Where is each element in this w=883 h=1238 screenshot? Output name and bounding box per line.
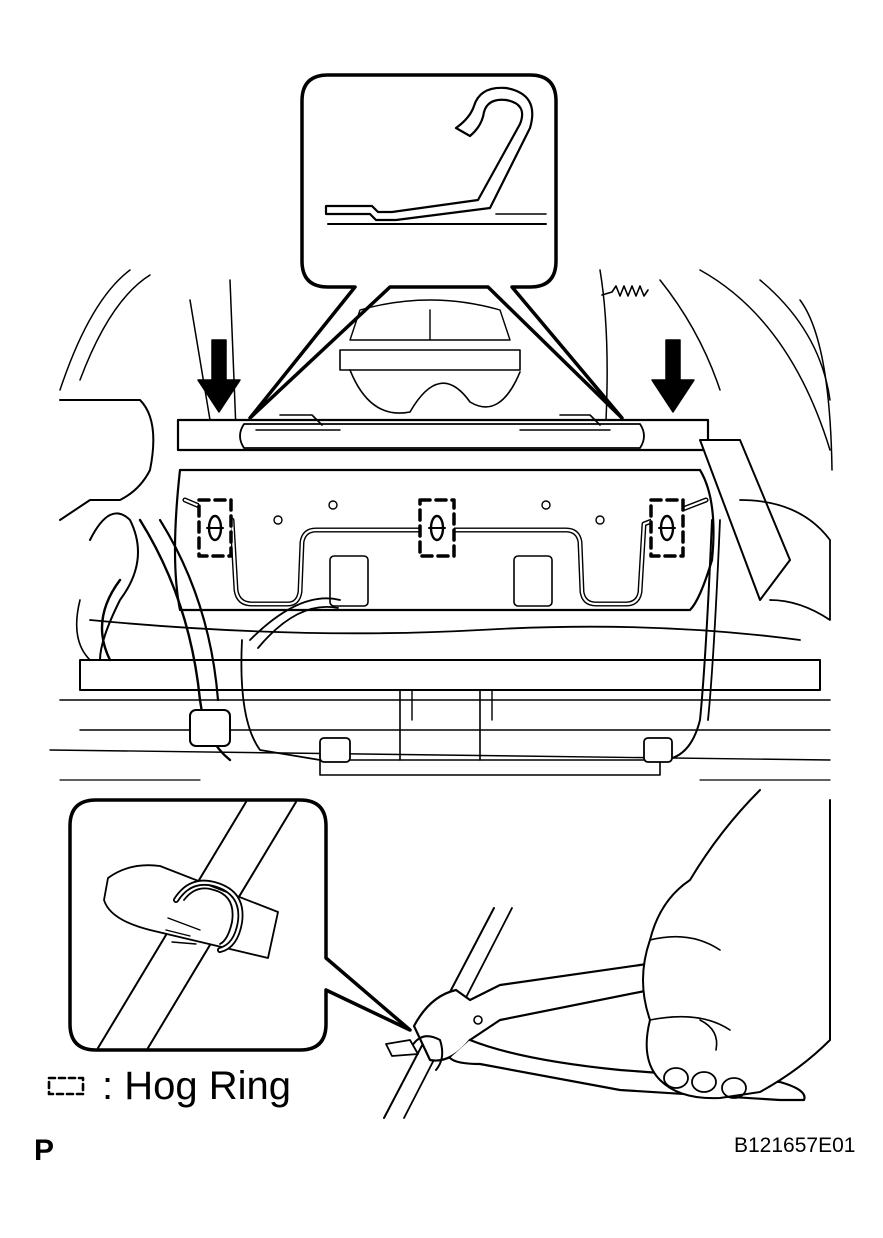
- right-arrow-icon: [651, 339, 695, 413]
- bottom-detail-callout: [68, 798, 412, 1052]
- view-marker: P: [34, 1134, 55, 1167]
- tension-spring: [601, 285, 649, 297]
- top-detail-callout: [248, 73, 624, 420]
- legend-hog-ring-label: Hog Ring: [124, 1064, 292, 1108]
- left-arrow-icon: [197, 339, 241, 413]
- hog-ring-symbol: [47, 1076, 85, 1096]
- hog-ring-profile-drawing: [324, 86, 547, 225]
- legend-label: : Hog Ring: [102, 1064, 291, 1108]
- right-hand-outline: [699, 439, 791, 601]
- left-hand-outline: [59, 399, 155, 521]
- legend-separator: :: [102, 1064, 114, 1108]
- right-connector: [643, 737, 673, 763]
- figure-code: B121657E01: [734, 1134, 856, 1157]
- left-connector: [189, 709, 231, 747]
- hand-holding-pliers: [642, 789, 831, 1100]
- hog-ring-marker-left: [197, 498, 233, 558]
- hog-ring-marker-center: [418, 498, 456, 558]
- hog-ring-marker-right: [649, 498, 685, 558]
